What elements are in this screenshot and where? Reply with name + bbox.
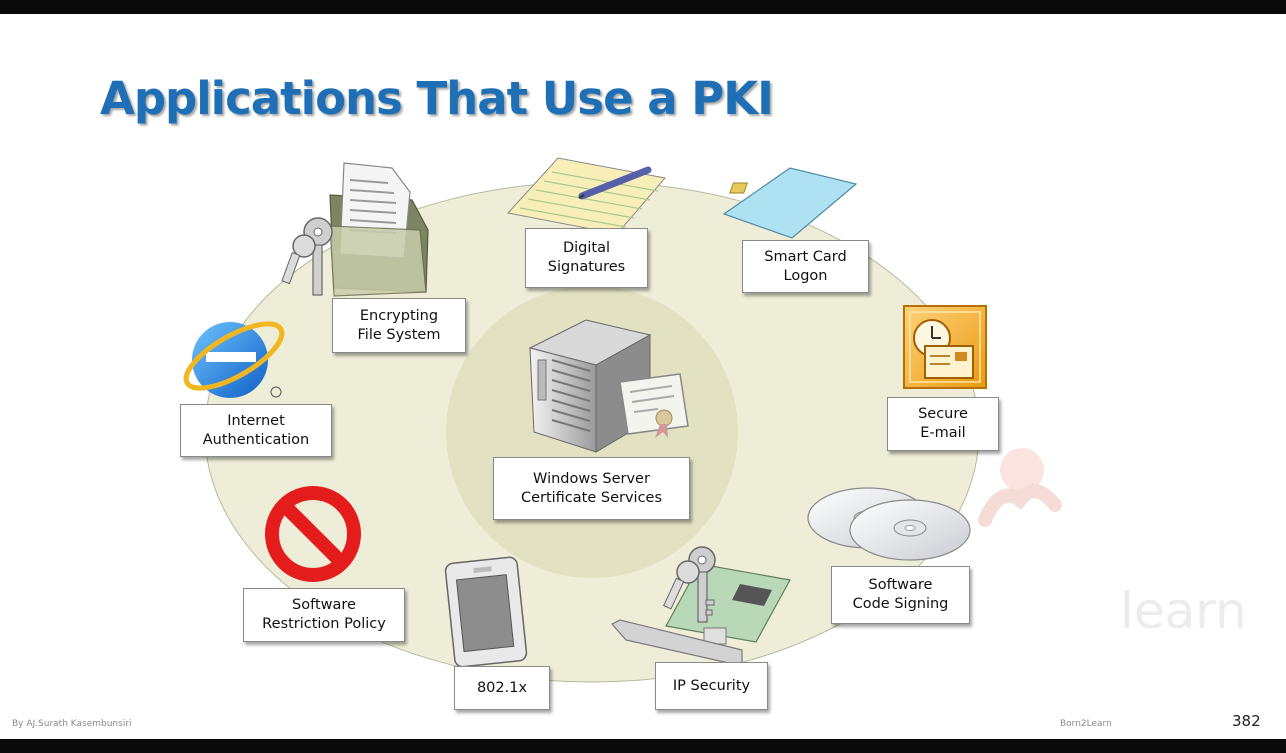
app-label-line1: IP Security xyxy=(672,677,751,694)
certificate-icon xyxy=(619,373,689,438)
smart-card-icon xyxy=(722,167,858,239)
app-label-line1: Software xyxy=(292,597,356,613)
digital-signatures-box: Digital Signatures xyxy=(525,228,648,288)
efs-keys-icon xyxy=(281,217,333,296)
software-restriction-policy-box: Software Restriction Policy xyxy=(243,588,405,642)
ip-security-box: IP Security xyxy=(655,662,768,710)
internet-authentication-box: Internet Authentication xyxy=(180,404,332,457)
app-label-line2: Authentication xyxy=(202,431,310,448)
app-label-line2: File System xyxy=(357,326,441,343)
bottom-bar xyxy=(0,739,1286,753)
software-code-signing-box: Software Code Signing xyxy=(831,566,970,624)
center-label-box: Windows Server Certificate Services xyxy=(493,457,690,520)
footer-brand: Born2Learn xyxy=(1060,719,1112,729)
prohibited-icon xyxy=(265,486,361,582)
app-label-line1: Internet xyxy=(227,412,285,429)
footer-author: By AJ.Surath Kasembunsiri xyxy=(12,719,132,729)
app-label-line2: Code Signing xyxy=(852,596,949,612)
app-label-line2: Logon xyxy=(783,267,828,284)
center-label-line2: Certificate Services xyxy=(520,489,663,506)
network-card-icon xyxy=(611,563,791,667)
app-label-line2: Restriction Policy xyxy=(262,616,386,632)
app-label-line1: Encrypting xyxy=(359,307,439,324)
notepad-pen-icon xyxy=(507,157,666,235)
internet-explorer-icon xyxy=(183,321,285,398)
8021x-box: 802.1x xyxy=(454,666,550,710)
app-label-line1: Secure xyxy=(918,406,968,422)
page-number: 382 xyxy=(1232,712,1261,730)
app-label-line1: Digital xyxy=(562,240,610,256)
app-label-line1: Smart Card xyxy=(764,248,847,265)
app-label-line1: Software xyxy=(868,577,933,593)
keys-icon xyxy=(663,546,716,623)
secure-email-box: Secure E-mail xyxy=(887,397,999,451)
pda-icon xyxy=(444,556,528,668)
disc-icon xyxy=(807,487,971,561)
watermark-text: learn xyxy=(1120,582,1247,640)
app-label-line2: Signatures xyxy=(547,259,626,275)
encrypting-file-system-box: Encrypting File System xyxy=(332,298,466,353)
app-label-line1: 802.1x xyxy=(476,679,528,696)
smart-card-logon-box: Smart Card Logon xyxy=(742,240,869,293)
top-bar xyxy=(0,0,1286,14)
app-label-line2: E-mail xyxy=(920,425,966,441)
outlook-mail-icon xyxy=(903,305,987,389)
folder-document-icon xyxy=(329,162,429,297)
page-title: Applications That Use a PKI xyxy=(100,72,774,125)
center-label-line1: Windows Server xyxy=(533,470,650,487)
